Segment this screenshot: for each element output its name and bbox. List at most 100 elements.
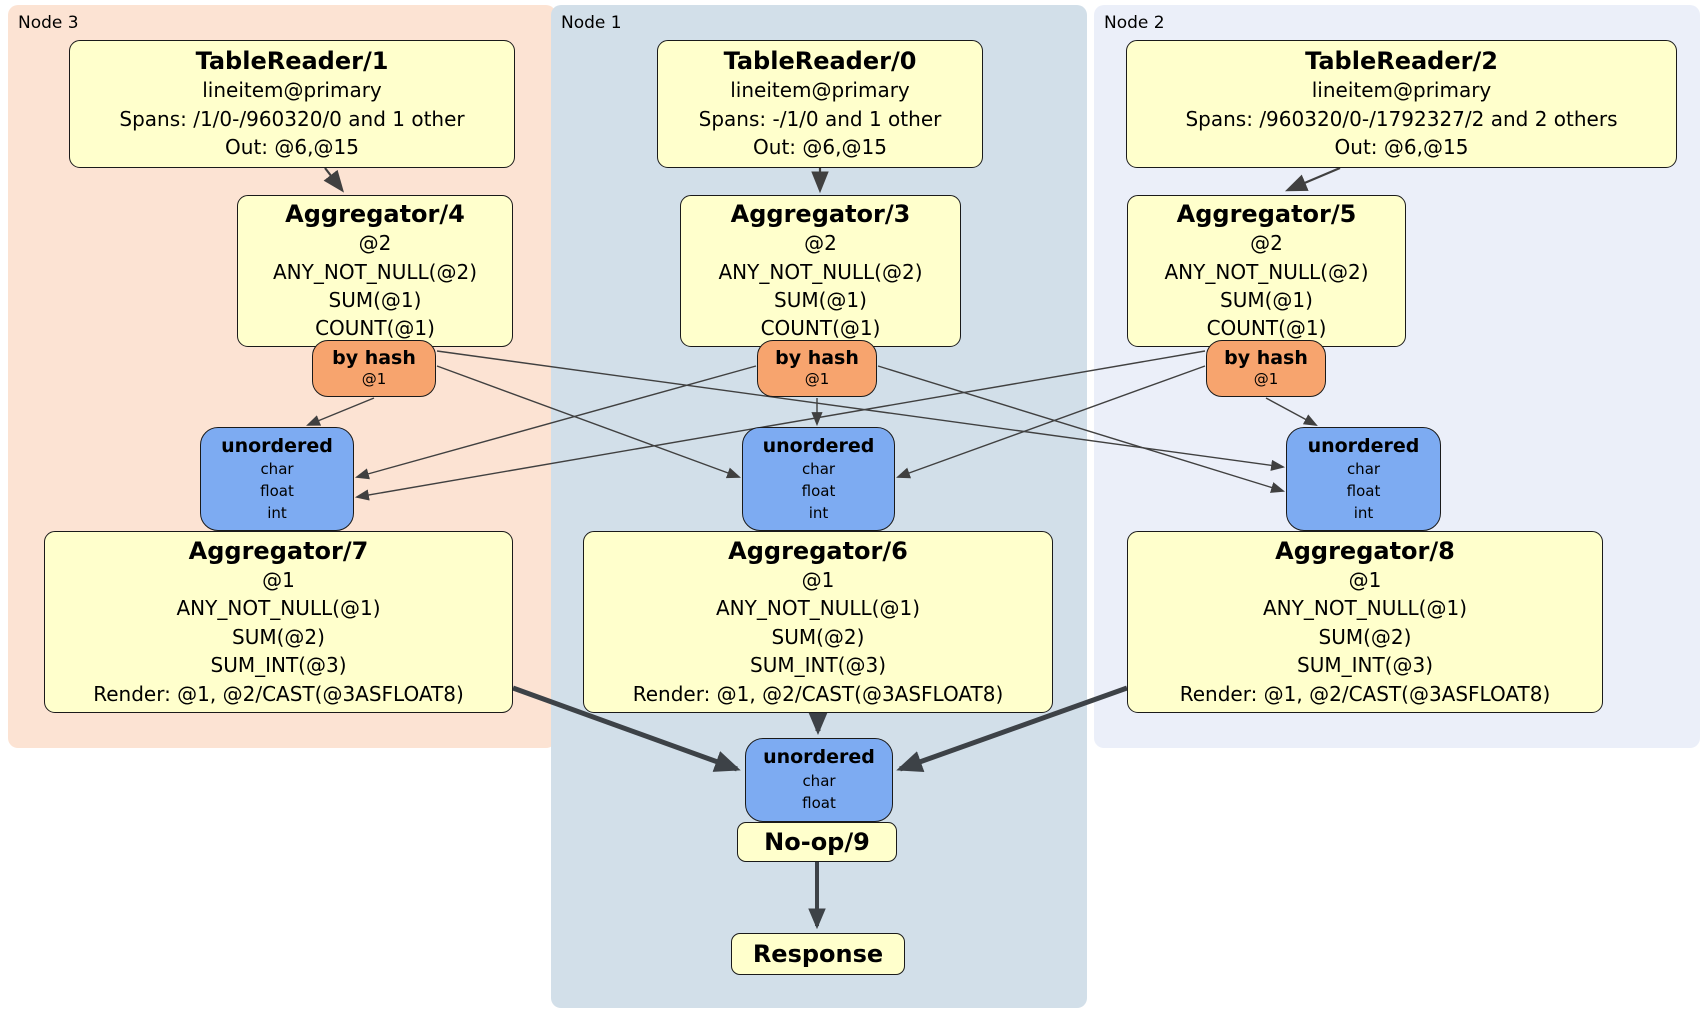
sync-output-col2: float [802, 793, 836, 812]
table-reader-0-index: lineitem@primary [730, 78, 910, 103]
table-reader-1-title: TableReader/1 [195, 47, 389, 76]
edge-r3-s1 [436, 365, 741, 479]
table-reader-0-title: TableReader/0 [723, 47, 917, 76]
aggregator-8-box: Aggregator/8 @1 ANY_NOT_NULL(@1) SUM(@2)… [1127, 531, 1603, 713]
sync-node2-col3: int [1353, 503, 1374, 522]
aggregator-5-title: Aggregator/5 [1176, 200, 1357, 229]
aggregator-4-title: Aggregator/4 [285, 200, 465, 229]
aggregator-6-fn3: SUM_INT(@3) [750, 653, 886, 678]
sync-output-col1: char [802, 772, 836, 791]
router-node2-by-hash: by hash @1 [1206, 340, 1326, 397]
table-reader-2-title: TableReader/2 [1305, 47, 1498, 76]
table-reader-1-index: lineitem@primary [202, 78, 382, 103]
noop-box: No-op/9 [737, 822, 897, 862]
aggregator-6-fn1: ANY_NOT_NULL(@1) [716, 596, 920, 621]
sync-node3-unordered: unordered char float int [200, 427, 354, 531]
table-reader-2-index: lineitem@primary [1311, 78, 1492, 103]
aggregator-6-title: Aggregator/6 [728, 537, 908, 566]
aggregator-7-fn1: ANY_NOT_NULL(@1) [176, 596, 381, 621]
edge-agg7-outsync [512, 685, 741, 772]
sync-output-unordered: unordered char float [745, 738, 893, 822]
router-node1-by-hash: by hash @1 [757, 340, 877, 397]
aggregator-3-group: @2 [804, 231, 837, 256]
sync-node1-title: unordered [762, 434, 875, 457]
aggregator-3-fn1: ANY_NOT_NULL(@2) [718, 259, 923, 284]
edge-r2-s2 [1265, 397, 1318, 426]
table-reader-1-box: TableReader/1 lineitem@primary Spans: /1… [69, 40, 515, 168]
router-node3-by-hash: by hash @1 [312, 340, 436, 397]
sync-node3-col2: float [260, 481, 294, 500]
router-node2-key: @1 [1253, 370, 1279, 389]
aggregator-5-fn3: COUNT(@1) [1206, 316, 1327, 341]
edge-r1-s2 [877, 365, 1286, 493]
table-reader-0-out: Out: @6,@15 [753, 135, 887, 160]
router-node1-key: @1 [804, 370, 830, 389]
aggregator-5-fn1: ANY_NOT_NULL(@2) [1164, 259, 1369, 284]
aggregator-8-group: @1 [1348, 568, 1382, 593]
aggregator-8-fn2: SUM(@2) [1318, 624, 1412, 649]
table-reader-0-spans: Spans: -/1/0 and 1 other [698, 106, 942, 131]
response-box: Response [731, 933, 905, 975]
aggregator-7-group: @1 [262, 568, 295, 593]
sync-node2-unordered: unordered char float int [1286, 427, 1441, 531]
aggregator-5-fn2: SUM(@1) [1220, 288, 1313, 312]
edge-agg8-outsync [896, 685, 1128, 772]
aggregator-7-box: Aggregator/7 @1 ANY_NOT_NULL(@1) SUM(@2)… [44, 531, 513, 713]
sync-node1-col1: char [801, 460, 836, 479]
aggregator-4-fn1: ANY_NOT_NULL(@2) [273, 259, 477, 284]
sync-node2-col1: char [1346, 460, 1381, 479]
sync-node1-col3: int [808, 503, 829, 522]
sync-node2-col2: float [1346, 481, 1381, 500]
edge-r1-s3 [354, 365, 757, 480]
aggregator-5-box: Aggregator/5 @2 ANY_NOT_NULL(@2) SUM(@1)… [1127, 195, 1406, 347]
router-node3-title: by hash [332, 347, 416, 370]
router-node1-title: by hash [775, 347, 859, 370]
aggregator-7-render: Render: @1, @2/CAST(@3ASFLOAT8) [93, 681, 464, 706]
edge-r2-s3 [354, 350, 1206, 501]
aggregator-6-box: Aggregator/6 @1 ANY_NOT_NULL(@1) SUM(@2)… [583, 531, 1053, 713]
node1-label: Node 1 [561, 13, 622, 33]
table-reader-2-spans: Spans: /960320/0-/1792327/2 and 2 others [1185, 106, 1618, 131]
aggregator-6-group: @1 [801, 568, 835, 593]
aggregator-6-fn2: SUM(@2) [771, 624, 865, 649]
aggregator-4-box: Aggregator/4 @2 ANY_NOT_NULL(@2) SUM(@1)… [237, 195, 513, 347]
table-reader-0-box: TableReader/0 lineitem@primary Spans: -/… [657, 40, 983, 168]
noop-title: No-op/9 [764, 827, 870, 856]
aggregator-8-title: Aggregator/8 [1275, 537, 1455, 566]
sync-output-title: unordered [763, 746, 875, 769]
sync-node3-col3: int [267, 503, 287, 522]
aggregator-5-group: @2 [1250, 231, 1283, 256]
sync-node3-col1: char [260, 460, 294, 479]
sync-node3-title: unordered [221, 434, 333, 457]
aggregator-3-fn3: COUNT(@1) [760, 316, 881, 341]
edge-r3-s3 [306, 397, 375, 426]
aggregator-3-title: Aggregator/3 [730, 200, 911, 229]
aggregator-7-fn2: SUM(@2) [232, 624, 325, 649]
aggregator-4-fn3: COUNT(@1) [315, 316, 435, 341]
table-reader-1-spans: Spans: /1/0-/960320/0 and 1 other [119, 106, 465, 131]
aggregator-4-group: @2 [358, 231, 392, 256]
aggregator-4-fn2: SUM(@1) [328, 288, 422, 312]
table-reader-2-box: TableReader/2 lineitem@primary Spans: /9… [1126, 40, 1677, 168]
node2-label: Node 2 [1104, 13, 1165, 33]
aggregator-8-fn3: SUM_INT(@3) [1297, 653, 1433, 678]
aggregator-8-fn1: ANY_NOT_NULL(@1) [1263, 596, 1467, 621]
aggregator-7-title: Aggregator/7 [188, 537, 369, 566]
table-reader-2-out: Out: @6,@15 [1334, 135, 1469, 160]
response-title: Response [752, 939, 884, 968]
edge-tr2-agg5 [1284, 166, 1341, 192]
sync-node1-col2: float [801, 481, 836, 500]
aggregator-6-render: Render: @1, @2/CAST(@3ASFLOAT8) [632, 681, 1004, 706]
aggregator-7-fn3: SUM_INT(@3) [210, 653, 347, 678]
router-node2-title: by hash [1224, 347, 1308, 370]
aggregator-3-box: Aggregator/3 @2 ANY_NOT_NULL(@2) SUM(@1)… [680, 195, 961, 347]
table-reader-1-out: Out: @6,@15 [225, 135, 359, 160]
edge-r2-s1 [896, 365, 1206, 479]
node3-label: Node 3 [18, 13, 79, 33]
edge-tr1-agg4 [323, 167, 345, 193]
aggregator-8-render: Render: @1, @2/CAST(@3ASFLOAT8) [1179, 681, 1551, 706]
router-node3-key: @1 [361, 370, 387, 389]
sync-node1-unordered: unordered char float int [742, 427, 895, 531]
